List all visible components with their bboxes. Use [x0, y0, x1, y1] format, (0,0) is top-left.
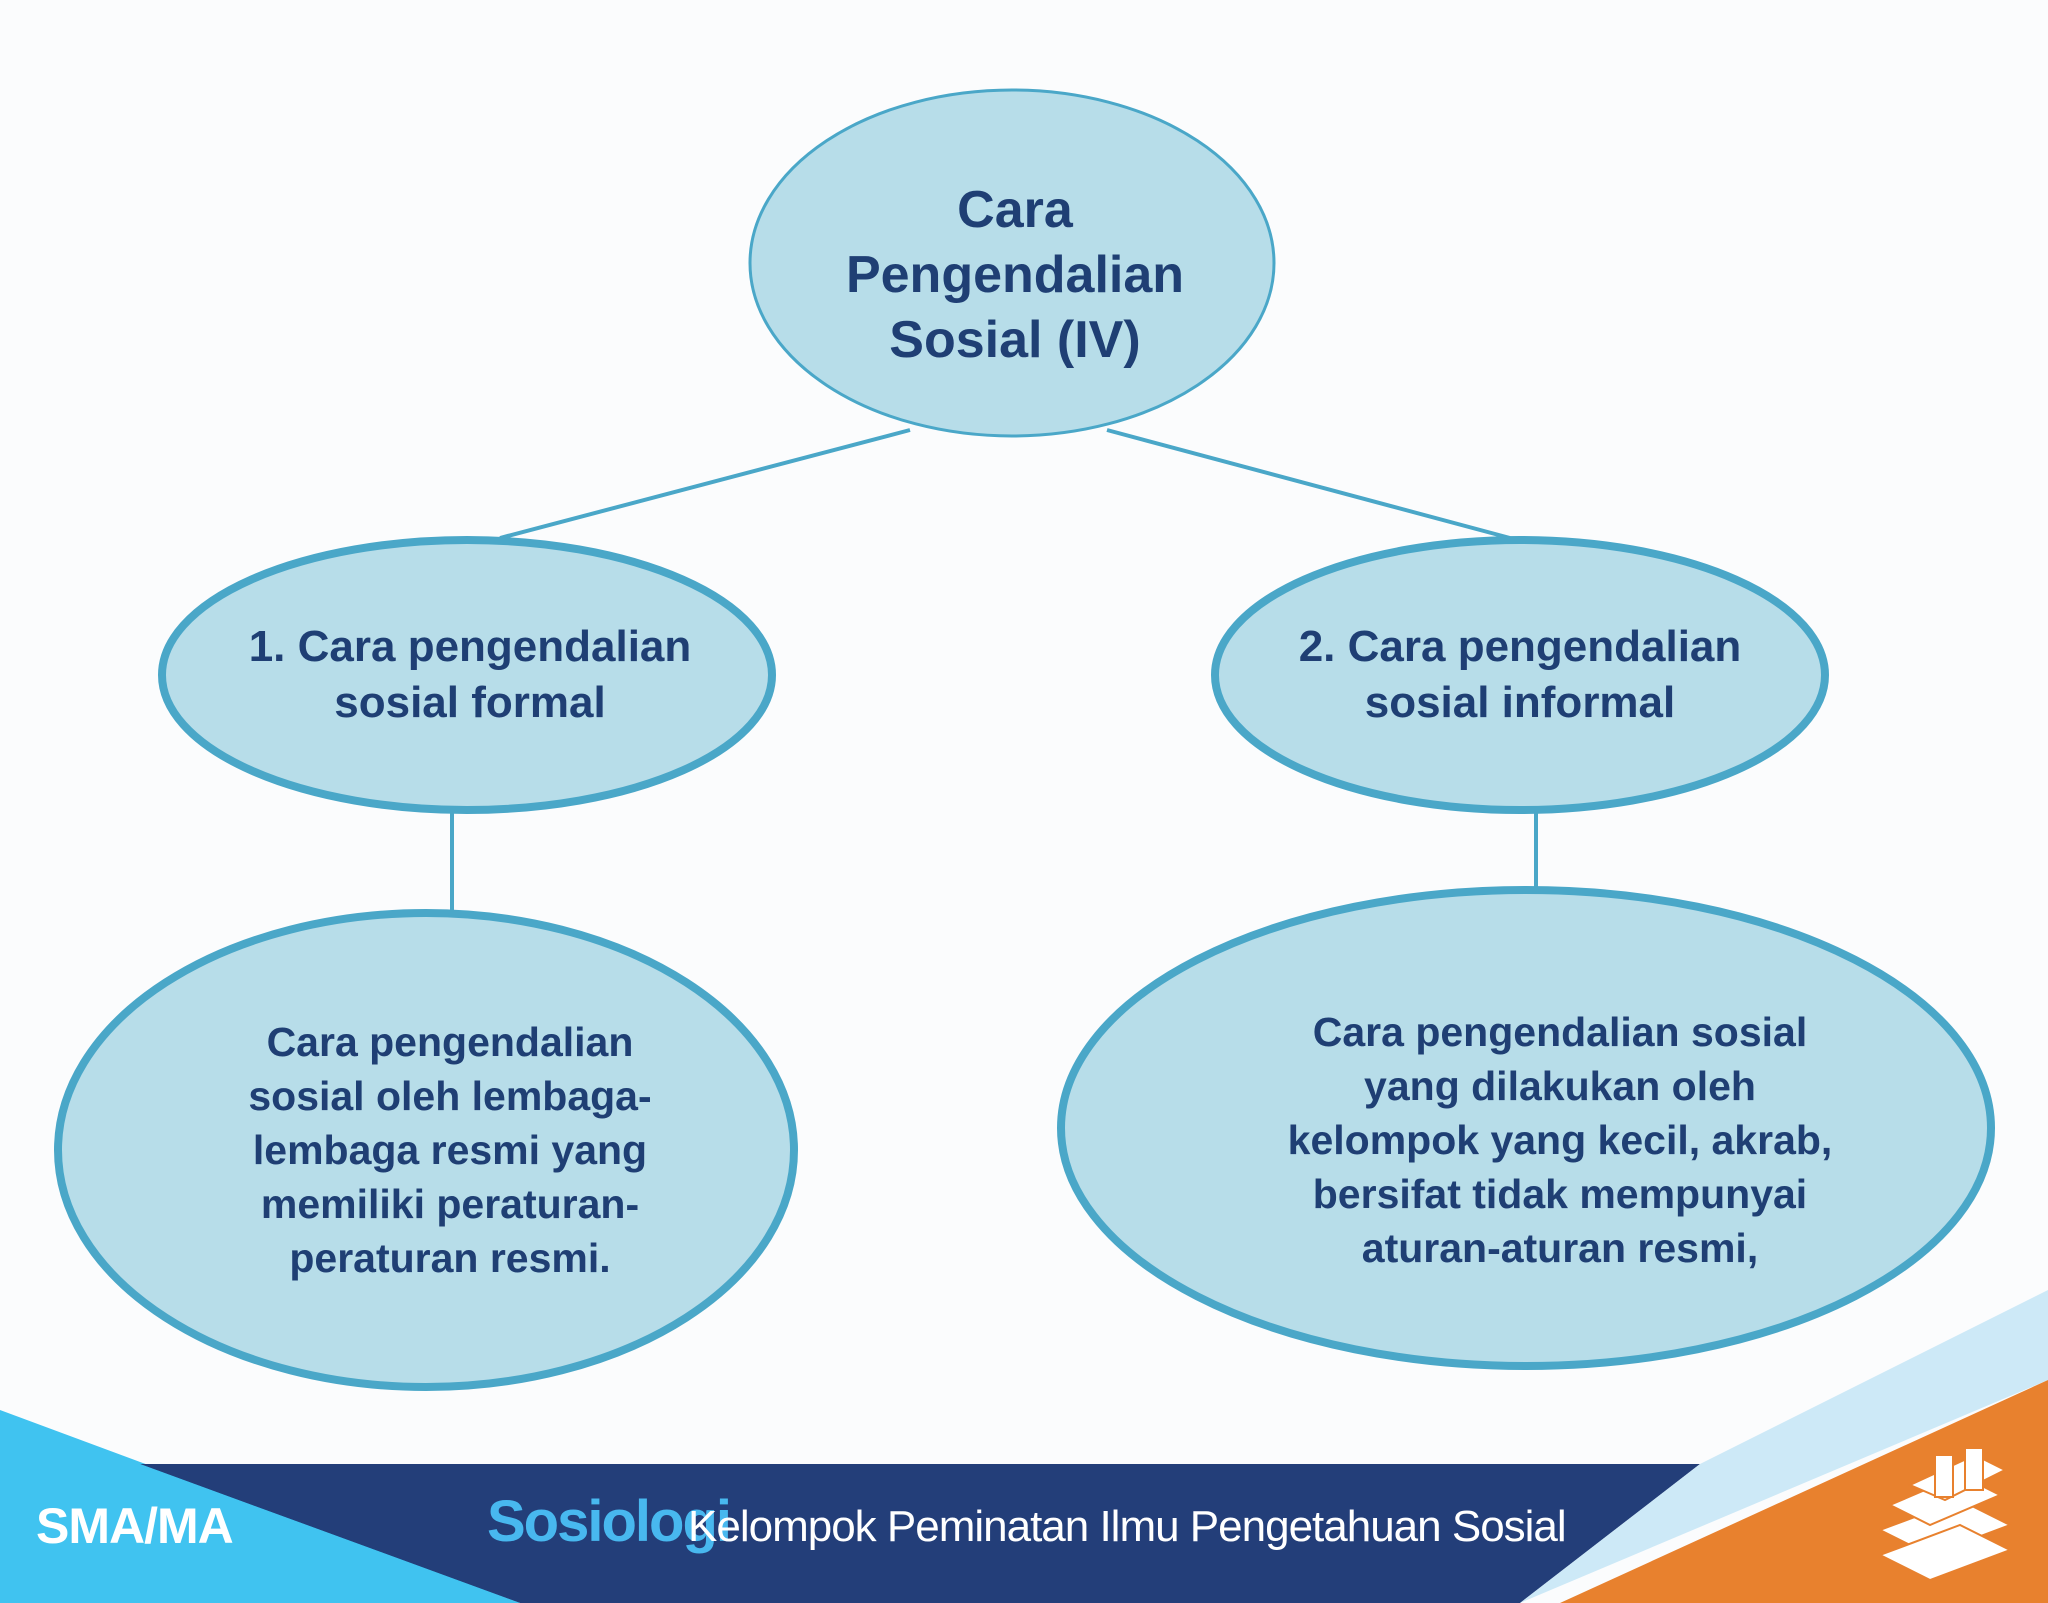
formal-description-line: Cara pengendalian [266, 1019, 634, 1065]
root-label-line: Cara [957, 180, 1073, 239]
stacked-books-icon [1877, 1447, 2013, 1582]
informal-title-line: sosial informal [1364, 678, 1676, 727]
footer-navy-left [0, 1464, 520, 1603]
formal-description-line: memiliki peraturan- [260, 1181, 640, 1227]
formal-node-label: 1. Cara pengendalian sosial formal [200, 610, 740, 740]
root-node [748, 88, 1276, 438]
informal-description-line: yang dilakukan oleh [1364, 1063, 1756, 1109]
footer-navy-band [140, 1464, 1700, 1603]
subject-title: Sosiologi [487, 1489, 732, 1554]
connector-root-informal [1106, 428, 1511, 540]
root-label-line: Pengendalian [845, 245, 1185, 304]
informal-description-line: Cara pengendalian sosial [1312, 1009, 1808, 1055]
formal-description-line: lembaga resmi yang [252, 1127, 648, 1173]
informal-title-line: 2. Cara pengendalian [1298, 622, 1742, 671]
root-node-label: Cara Pengendalian Sosial (IV) [770, 160, 1260, 390]
root-label-line: Sosial (IV) [889, 310, 1141, 369]
formal-description-label: Cara pengendalian sosial oleh lembaga- l… [180, 1019, 720, 1281]
informal-description-line: bersifat tidak mempunyai [1312, 1171, 1808, 1217]
formal-node [158, 536, 776, 814]
formal-title-line: 1. Cara pengendalian [248, 622, 692, 671]
informal-node-label: 2. Cara pengendalian sosial informal [1250, 610, 1790, 740]
formal-description-node [54, 909, 798, 1391]
informal-description-node [1057, 886, 1995, 1370]
footer-pale-stripe [1520, 1290, 2048, 1603]
informal-description-line: kelompok yang kecil, akrab, [1287, 1117, 1833, 1163]
informal-description-line: aturan-aturan resmi, [1361, 1225, 1759, 1271]
formal-description-line: sosial oleh lembaga- [248, 1073, 652, 1119]
formal-title-line: sosial formal [334, 678, 606, 727]
subject-subtitle: Kelompok Peminatan Ilmu Pengetahuan Sosi… [688, 1502, 1567, 1551]
formal-description-line: peraturan resmi. [289, 1235, 611, 1281]
informal-description-label: Cara pengendalian sosial yang dilakukan … [1220, 1000, 1900, 1280]
informal-node [1211, 536, 1829, 814]
school-level-label: SMA/MA [36, 1498, 234, 1554]
connector-root-formal [499, 428, 911, 540]
